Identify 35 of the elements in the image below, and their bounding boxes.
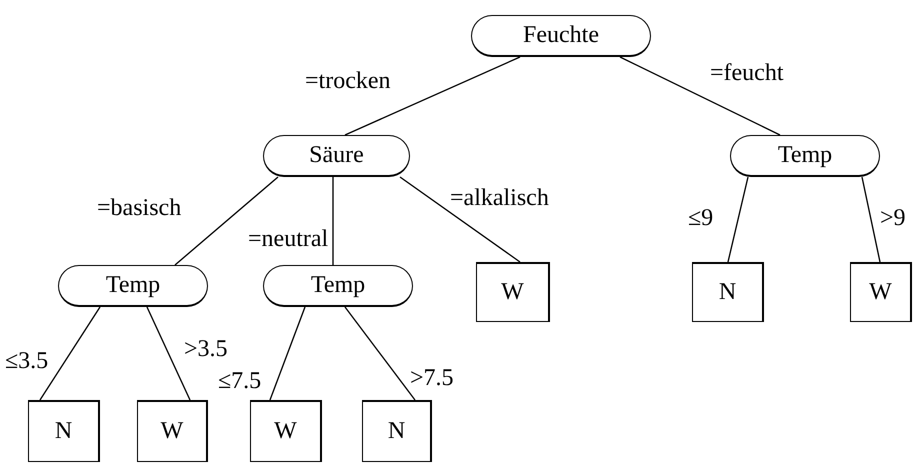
node-label: W xyxy=(274,418,297,445)
decision-node xyxy=(471,15,651,57)
node-label: N xyxy=(54,418,72,445)
tree-branch xyxy=(146,306,191,400)
leaf-box xyxy=(28,400,100,462)
tree-branch xyxy=(39,306,101,400)
decision-node xyxy=(58,265,208,307)
leaf-box xyxy=(692,262,764,322)
node-label: W xyxy=(501,279,524,306)
tree-branch xyxy=(620,56,780,136)
decision-node xyxy=(263,135,410,177)
node-label: Temp xyxy=(106,272,160,299)
tree-branch xyxy=(174,176,278,266)
tree-branch xyxy=(344,56,520,136)
node-label: N xyxy=(718,279,736,306)
node-label: Säure xyxy=(309,142,364,169)
node-label: W xyxy=(869,279,892,306)
leaf-box xyxy=(362,400,432,462)
leaf-box xyxy=(250,400,322,462)
tree-branch xyxy=(861,176,881,262)
leaf-box xyxy=(137,400,208,462)
leaf-box xyxy=(850,262,912,322)
node-label: Feuchte xyxy=(523,22,599,49)
node-label: Temp xyxy=(778,142,832,169)
tree-branch xyxy=(269,306,306,400)
tree-branch xyxy=(344,306,416,400)
node-label: N xyxy=(388,418,406,445)
decision-node xyxy=(263,265,413,307)
node-label: W xyxy=(160,418,184,445)
tree-branch xyxy=(400,176,520,263)
node-label: Temp xyxy=(310,272,366,299)
decision-node xyxy=(730,135,880,177)
leaf-box xyxy=(476,262,550,322)
tree-branch xyxy=(332,177,334,265)
tree-branch xyxy=(727,176,749,262)
